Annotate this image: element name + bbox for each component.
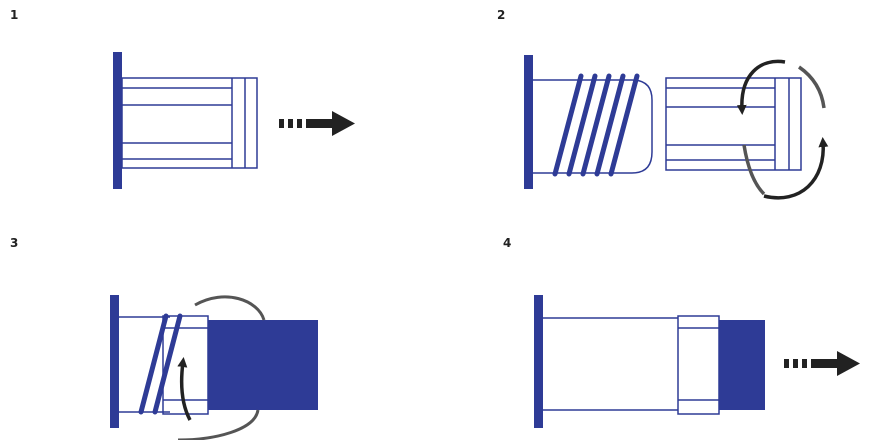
threaded-sleeve	[533, 79, 653, 174]
step-3-illustration	[110, 295, 318, 440]
wall-plate	[113, 52, 122, 189]
sleeve-body	[543, 317, 678, 411]
step-1-label: 1	[10, 8, 19, 22]
step-4-label: 4	[503, 236, 512, 250]
thread-lines	[552, 73, 640, 177]
wall-plate	[524, 55, 533, 189]
rotate-arrows-icon	[736, 59, 829, 200]
collar-nut	[677, 315, 720, 415]
cylinder-body	[121, 77, 258, 169]
solid-cylinder	[719, 320, 765, 410]
step-1-illustration	[113, 52, 355, 189]
step-2-illustration	[524, 55, 829, 200]
wall-plate	[110, 295, 119, 428]
solid-cylinder	[208, 320, 318, 410]
step-4-illustration	[534, 295, 860, 428]
cylinder-body	[665, 77, 802, 171]
pull-out-arrow-icon	[784, 351, 860, 376]
pull-out-arrow-icon	[279, 111, 355, 136]
thread-lines	[138, 313, 183, 415]
wall-plate	[534, 295, 543, 428]
step-3-label: 3	[10, 236, 19, 250]
step-2-label: 2	[497, 8, 506, 22]
threaded-sleeve	[119, 316, 170, 413]
